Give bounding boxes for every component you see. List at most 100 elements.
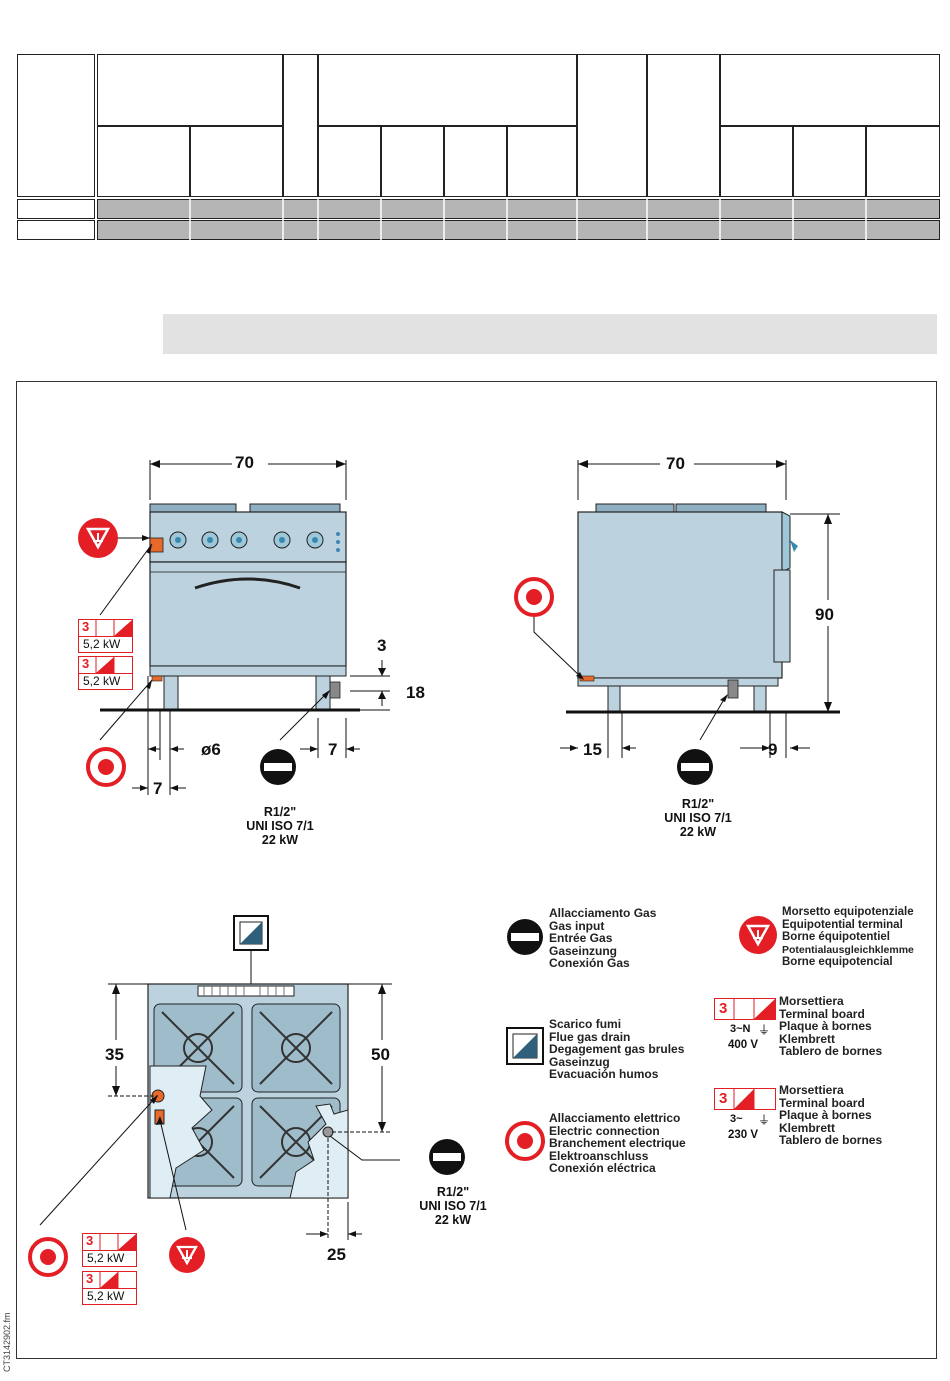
- gas-input-icon: [677, 749, 713, 785]
- gas-standard: UNI ISO 7/1: [246, 819, 314, 833]
- dim-front-left-offset: 7: [153, 779, 163, 798]
- gas-standard: UNI ISO 7/1: [419, 1199, 487, 1213]
- dim-top-bottom-offset: 25: [327, 1245, 346, 1264]
- table-header-cell: [577, 54, 647, 197]
- legend-line: Morsettiera: [779, 1083, 844, 1097]
- table-header-cell: [866, 126, 940, 197]
- legend-electric-icon: [505, 1121, 545, 1161]
- rating-power: 5,2 kW: [87, 1251, 125, 1265]
- dim-leg-top: 3: [377, 636, 387, 655]
- table-header-cell: [444, 126, 507, 197]
- electric-connection-icon: [28, 1237, 68, 1277]
- gas-power: 22 kW: [434, 1213, 472, 1227]
- gas-thread: R1/2": [263, 805, 297, 819]
- terminal-phase: 3: [719, 1090, 728, 1107]
- legend-line: Plaque à bornes: [779, 1019, 872, 1034]
- dim-side-left-offset: 15: [583, 740, 602, 759]
- rating-phase: 3: [82, 656, 90, 671]
- drawing-frame: [16, 381, 937, 1359]
- table-header-cell: [97, 126, 190, 197]
- terminal-supply: 3~: [730, 1113, 743, 1125]
- gas-input-icon: [429, 1139, 465, 1175]
- gas-power: 22 kW: [679, 825, 717, 839]
- table-header-cell: [793, 126, 866, 197]
- rating-power: 5,2 kW: [87, 1289, 125, 1303]
- table-header-cell: [283, 54, 318, 197]
- terminal-board-icon: [714, 998, 776, 1020]
- gas-label-top: R1/2" UNI ISO 7/1 22 kW: [397, 1185, 509, 1227]
- terminal-board-icon: [714, 1088, 776, 1110]
- legend-line: Tablero de bornes: [779, 1044, 883, 1059]
- legend-line: Klembrett: [779, 1120, 836, 1135]
- dim-front-right-offset: 7: [328, 740, 338, 759]
- legend-line: Terminal board: [779, 1006, 865, 1021]
- table-row-label: [17, 220, 95, 240]
- side-view-drawing: [533, 460, 840, 758]
- document-code: CT3142902.fm: [2, 1312, 12, 1372]
- legend-line: Evacuación humos: [549, 1067, 659, 1082]
- legend-line: Degagement gas brules: [549, 1042, 685, 1057]
- legend-line: Electric connection: [549, 1123, 660, 1138]
- gas-input-icon: [260, 749, 296, 785]
- dim-top-right-depth: 50: [371, 1045, 390, 1064]
- legend-gas-icon: [507, 919, 543, 955]
- legend-line: Gaseinzug: [549, 1054, 610, 1069]
- legend-line: Branchement electrique: [549, 1136, 686, 1151]
- legend-line: Gas input: [549, 918, 605, 933]
- legend-gas: Allacciamento Gas Gas input Entrée Gas G…: [549, 907, 656, 970]
- rating-power: 5,2 kW: [83, 637, 121, 651]
- table-row-dividers: [189, 199, 867, 242]
- front-view-drawing: [99, 460, 390, 795]
- terminal-board-icon: [82, 1271, 137, 1305]
- legend-line: Flue gas drain: [549, 1029, 631, 1044]
- terminal-voltage: 400 V: [728, 1039, 759, 1051]
- table-header-cell: [318, 126, 381, 197]
- gas-standard: UNI ISO 7/1: [664, 811, 732, 825]
- gas-power: 22 kW: [261, 833, 299, 847]
- table-header-cell: [720, 54, 940, 126]
- rating-phase: 3: [86, 1233, 94, 1248]
- terminal-phase: 3: [719, 1000, 728, 1017]
- dim-gas-diameter: ø6: [201, 740, 221, 759]
- gas-label-side: R1/2" UNI ISO 7/1 22 kW: [643, 797, 753, 839]
- legend-line: Klembrett: [779, 1031, 836, 1046]
- legend-line: Morsettiera: [779, 994, 844, 1008]
- electric-connection-icon: [514, 577, 554, 617]
- table-header-cell: [507, 126, 577, 197]
- table-header-cell: [318, 54, 577, 126]
- rating-power: 5,2 kW: [83, 674, 121, 688]
- rating-phase: 3: [86, 1271, 94, 1286]
- legend-line: Morsetto equipotenziale: [782, 906, 914, 918]
- legend-line: Scarico fumi: [549, 1017, 622, 1031]
- dim-top-left-depth: 35: [105, 1045, 124, 1064]
- legend-line: Borne equipotencial: [782, 956, 893, 969]
- terminal-voltage: 230 V: [728, 1129, 759, 1141]
- dim-side-width: 70: [666, 454, 685, 473]
- legend-terminal-400: 3 3~N ⏚ 400 V: [714, 998, 776, 1058]
- legend-terminal-230-text: Morsettiera Terminal board Plaque à born…: [779, 1084, 882, 1147]
- ground-icon: ⏚: [758, 1023, 771, 1037]
- legend-flue-icon: [506, 1027, 544, 1065]
- legend-equipotential: Morsetto equipotenziale Equipotential te…: [782, 906, 914, 969]
- legend-line: Equipotential terminal: [782, 918, 903, 931]
- terminal-board-icon: [78, 656, 133, 690]
- legend-line: Conexión Gas: [549, 956, 630, 971]
- legend-line: Allacciamento Gas: [549, 906, 657, 920]
- dim-front-width: 70: [235, 453, 254, 472]
- legend-equipotential-icon: [739, 916, 777, 954]
- legend-line: Gaseinzung: [549, 943, 618, 958]
- legend-line: Conexión eléctrica: [549, 1161, 656, 1176]
- gas-thread: R1/2": [436, 1185, 470, 1199]
- legend-line: Tablero de bornes: [779, 1133, 883, 1148]
- gas-label-front: R1/2" UNI ISO 7/1 22 kW: [225, 805, 335, 847]
- terminal-board-icon: [82, 1233, 137, 1267]
- table-header-cell: [190, 126, 283, 197]
- legend-line: Borne équipotentiel: [782, 931, 890, 944]
- legend-line: Elektroanschluss: [549, 1148, 649, 1163]
- electric-rating-box-2: 3 5,2 kW: [78, 656, 133, 690]
- legend-line: Potentialausgleichklemme: [782, 943, 914, 956]
- dim-height: 90: [815, 605, 834, 624]
- electric-connection-icon: [86, 747, 126, 787]
- top-view-drawing: [108, 915, 400, 1240]
- legend-electric: Allacciamento elettrico Electric connect…: [549, 1112, 686, 1175]
